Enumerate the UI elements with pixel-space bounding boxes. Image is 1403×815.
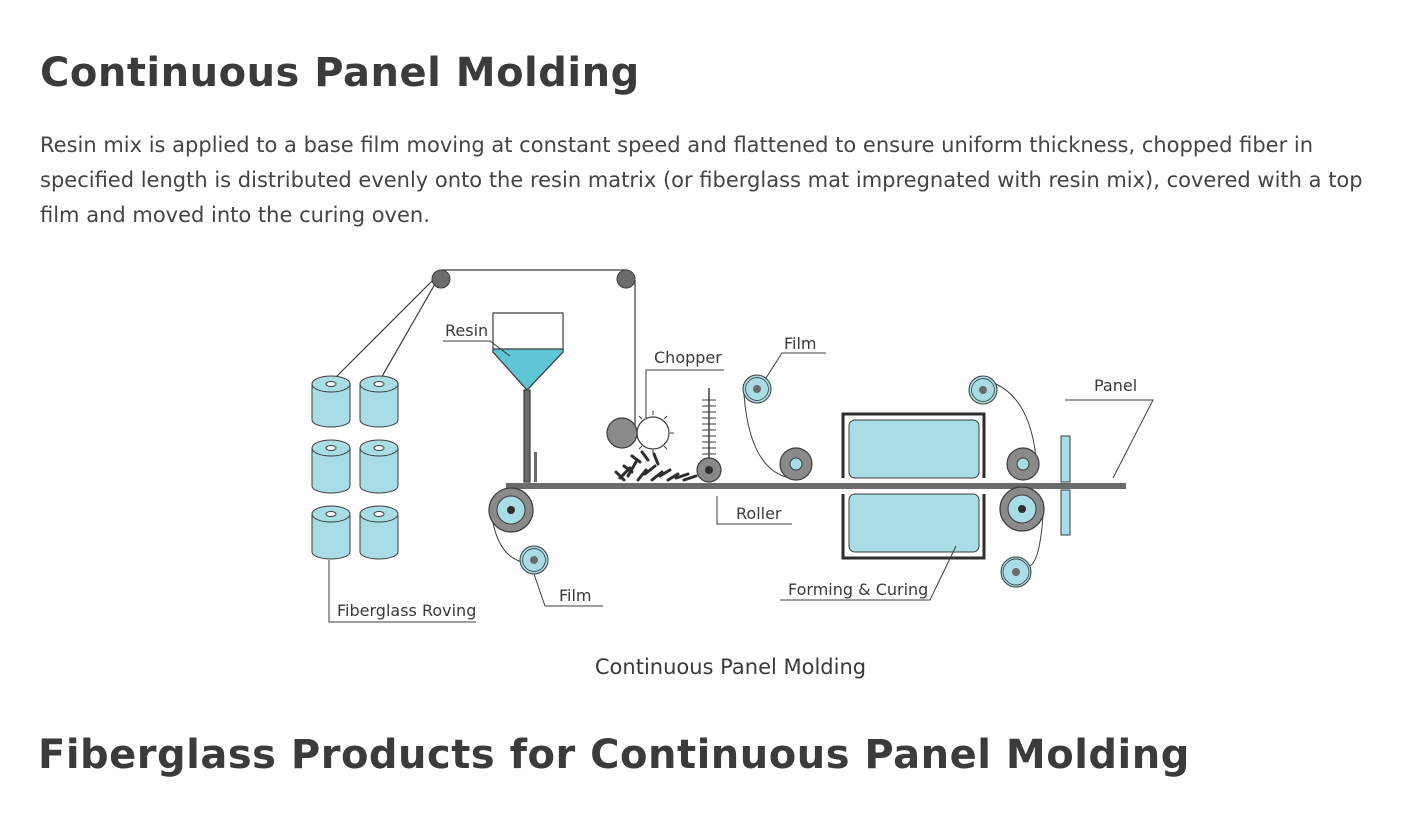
resin-leader [443,340,511,357]
chopper-leader [645,369,724,418]
conveyor-belt [506,483,1126,489]
label-resin: Resin [445,321,488,340]
right-bottom-reel [1000,556,1032,588]
right-top-web [995,383,1037,459]
curing-oven [841,412,986,560]
roving-leader [328,560,476,623]
label-film-bottom: Film [559,586,592,605]
label-roving: Fiberglass Roving [337,601,476,620]
panel-leader [1065,399,1154,479]
film-top-leader [765,352,826,379]
bottom-film-reel [519,545,549,575]
chopped-fibers [614,450,698,482]
chopper [606,411,674,454]
top-film-web [743,394,791,479]
roller-leader [716,496,792,525]
resin-hopper [492,312,564,483]
bottom-film-web [492,522,523,563]
page-title: Continuous Panel Molding [40,50,640,96]
pulley-right [616,269,636,289]
label-forming: Forming & Curing [788,580,928,599]
panel-cutter [1060,435,1071,536]
label-film-top: Film [784,334,817,353]
section-title: Fiberglass Products for Continuous Panel… [38,732,1190,778]
intro-paragraph: Resin mix is applied to a base film movi… [40,133,1363,227]
roving-bobbins [311,375,399,560]
top-film-reel [742,374,772,404]
right-top-reel [968,375,998,405]
film-bottom-leader [533,573,603,607]
pulley-left [431,269,451,289]
right-bottom-web [1029,514,1044,567]
forming-leader [780,545,957,601]
roller [696,388,722,483]
label-panel: Panel [1094,376,1137,395]
label-chopper: Chopper [654,348,722,367]
label-roller: Roller [736,504,782,523]
top-guide-pulleys [332,269,636,425]
diagram-caption: Continuous Panel Molding [594,655,867,679]
